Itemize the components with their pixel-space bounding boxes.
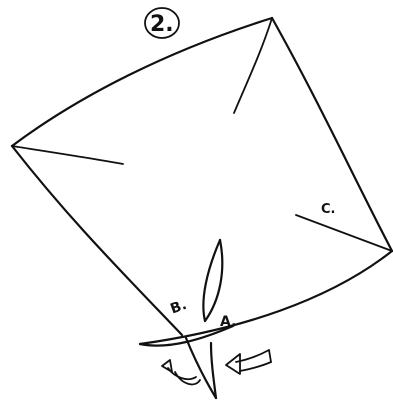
petal-right bbox=[205, 240, 222, 321]
step-number-group: 2. bbox=[145, 8, 179, 38]
crease-top bbox=[234, 18, 272, 113]
crease-left bbox=[12, 146, 123, 164]
raised-flap bbox=[203, 240, 222, 321]
label-b: B. bbox=[168, 297, 189, 318]
step-number: 2. bbox=[150, 12, 174, 37]
edge-left-lower bbox=[12, 146, 182, 335]
crease-c bbox=[296, 215, 392, 251]
fold-arrow-left-icon bbox=[162, 360, 200, 384]
label-a: A. bbox=[220, 314, 236, 330]
edge-top-left bbox=[12, 18, 272, 146]
label-c: C. bbox=[321, 202, 335, 217]
fold-arrow-right-icon bbox=[226, 350, 271, 374]
